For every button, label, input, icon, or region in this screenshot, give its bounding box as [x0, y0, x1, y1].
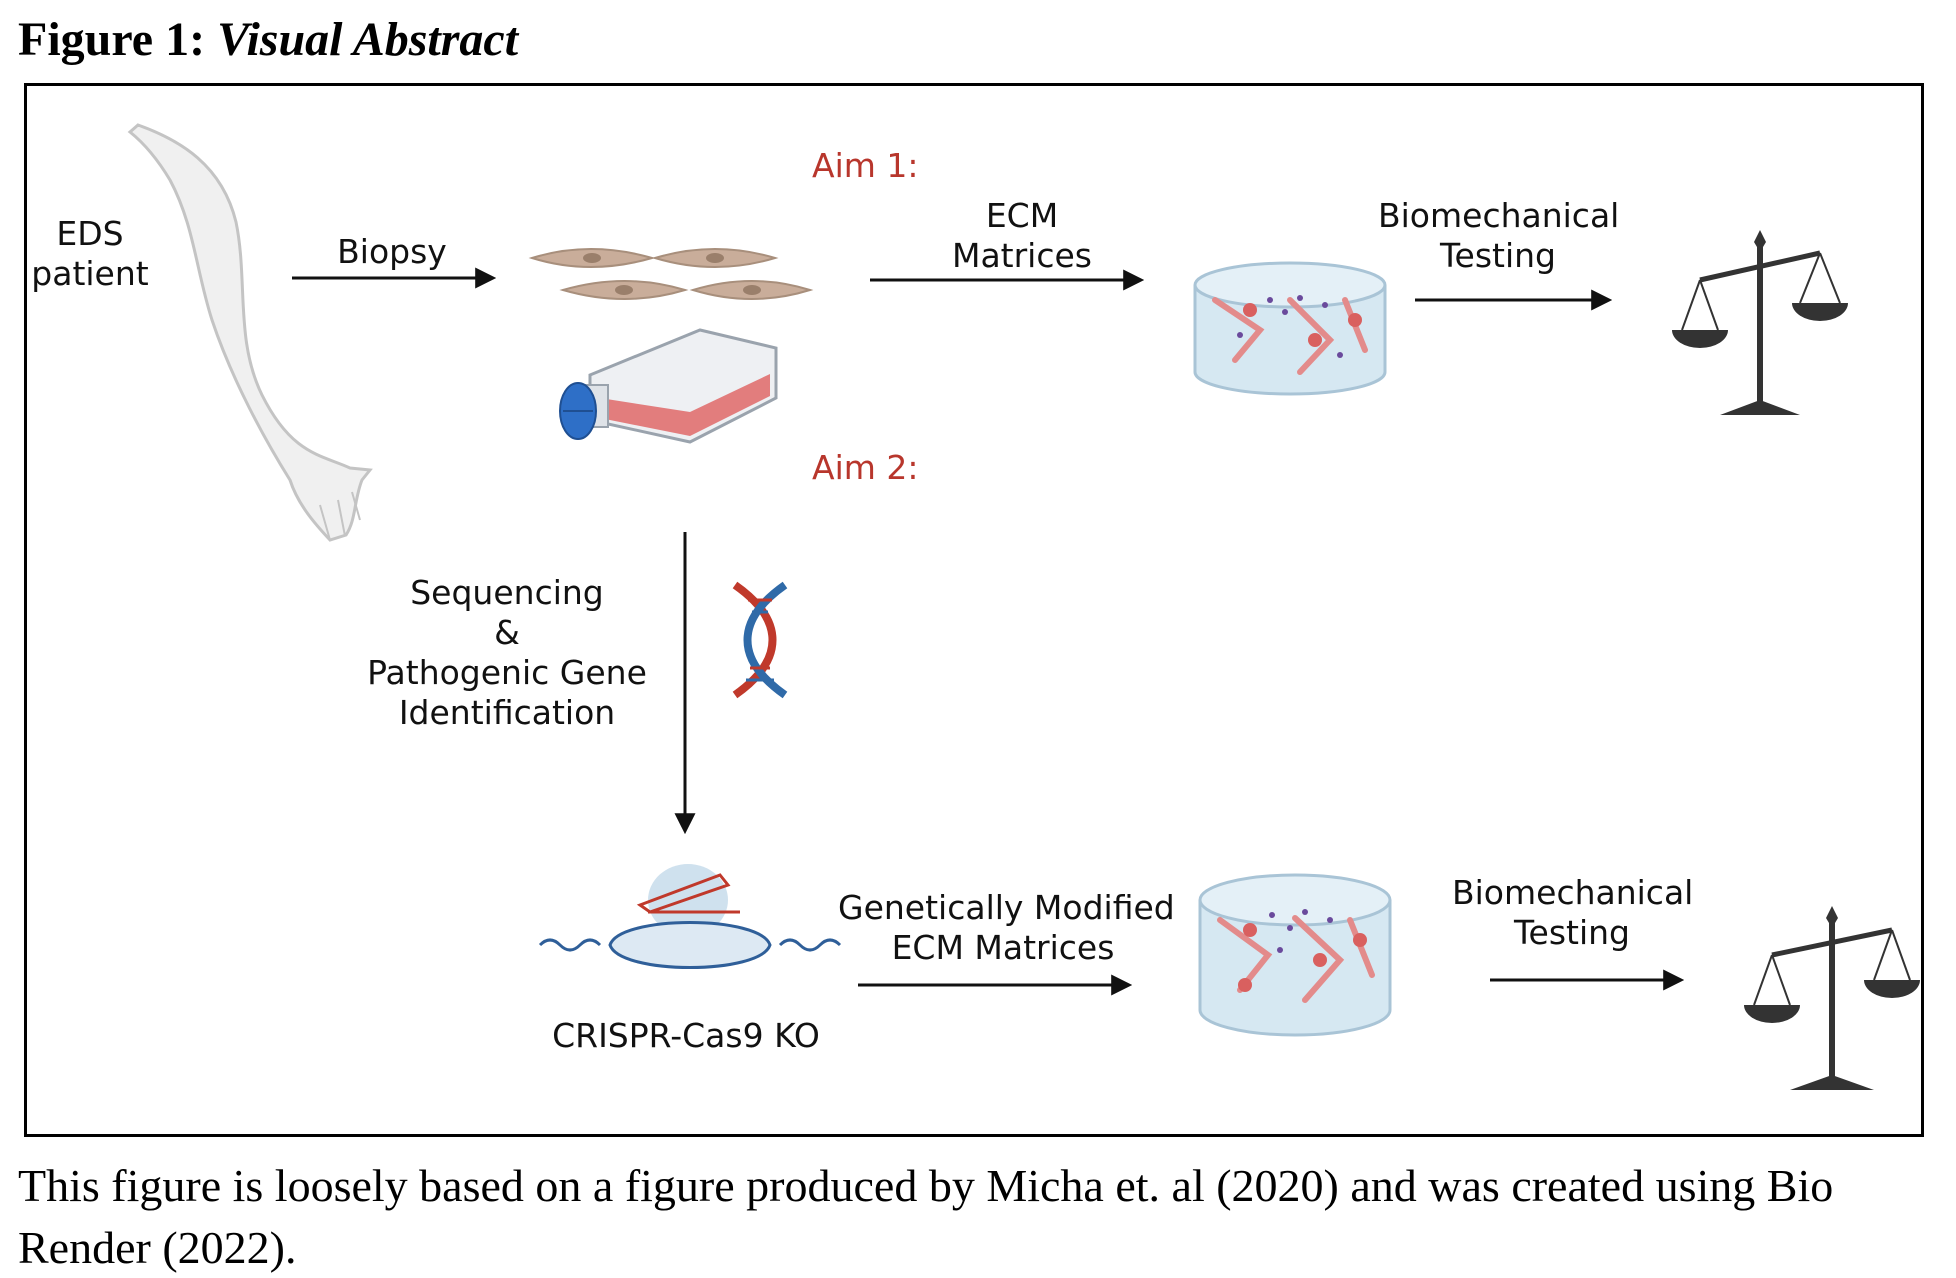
- culture-flask-icon: [559, 328, 778, 444]
- biomechanical-testing-label: Biomechanical Testing: [1452, 873, 1694, 953]
- seq-line4: Identification: [398, 693, 616, 732]
- figure-title-italic: Visual Abstract: [217, 13, 519, 66]
- aim1-label: Aim 1:: [812, 146, 919, 185]
- biopsy-label: Biopsy: [337, 232, 447, 271]
- ecm-matrix-icon: [1193, 261, 1387, 396]
- eds-patient-line2: patient: [31, 254, 149, 293]
- biomechanical-testing-label: Biomechanical Testing: [1378, 196, 1620, 276]
- biomech2-line1: Biomechanical: [1452, 873, 1694, 912]
- balance-scale-icon: [1672, 230, 1848, 415]
- eds-patient-label: EDS patient: [30, 214, 150, 294]
- biomech2-line2: Testing: [1513, 913, 1630, 952]
- dna-helix-icon: [732, 581, 788, 699]
- seq-line3: Pathogenic Gene: [367, 653, 647, 692]
- figure-title-prefix: Figure 1:: [18, 13, 206, 66]
- modified-ecm-matrix-icon: [1198, 873, 1392, 1037]
- crispr-label: CRISPR-Cas9 KO: [552, 1016, 820, 1055]
- seq-line1: Sequencing: [410, 573, 604, 612]
- gen-mod-line2: ECM Matrices: [891, 928, 1115, 967]
- figure-caption: This figure is loosely based on a figure…: [18, 1160, 1834, 1273]
- seq-line2: &: [494, 613, 520, 652]
- ecm-matrices-label: ECM Matrices: [922, 196, 1122, 276]
- ecm-line1: ECM: [985, 196, 1059, 235]
- biomech1-line2: Testing: [1439, 236, 1556, 275]
- ecm-line2: Matrices: [951, 236, 1092, 275]
- biomech1-line1: Biomechanical: [1378, 196, 1620, 235]
- crispr-cas9-icon: [538, 864, 842, 969]
- genetically-modified-label: Genetically Modified ECM Matrices: [838, 888, 1175, 968]
- eds-patient-line1: EDS: [56, 214, 124, 253]
- figure-title: Figure 1: Visual Abstract: [18, 10, 518, 70]
- aim2-label: Aim 2:: [812, 448, 919, 487]
- figure-frame: [24, 83, 1924, 1137]
- gen-mod-line1: Genetically Modified: [838, 888, 1175, 927]
- patient-arm-icon: [127, 123, 373, 542]
- sequencing-label: Sequencing & Pathogenic Gene Identificat…: [362, 573, 652, 733]
- fibroblast-cells-icon: [528, 248, 814, 300]
- balance-scale-icon: [1744, 906, 1920, 1090]
